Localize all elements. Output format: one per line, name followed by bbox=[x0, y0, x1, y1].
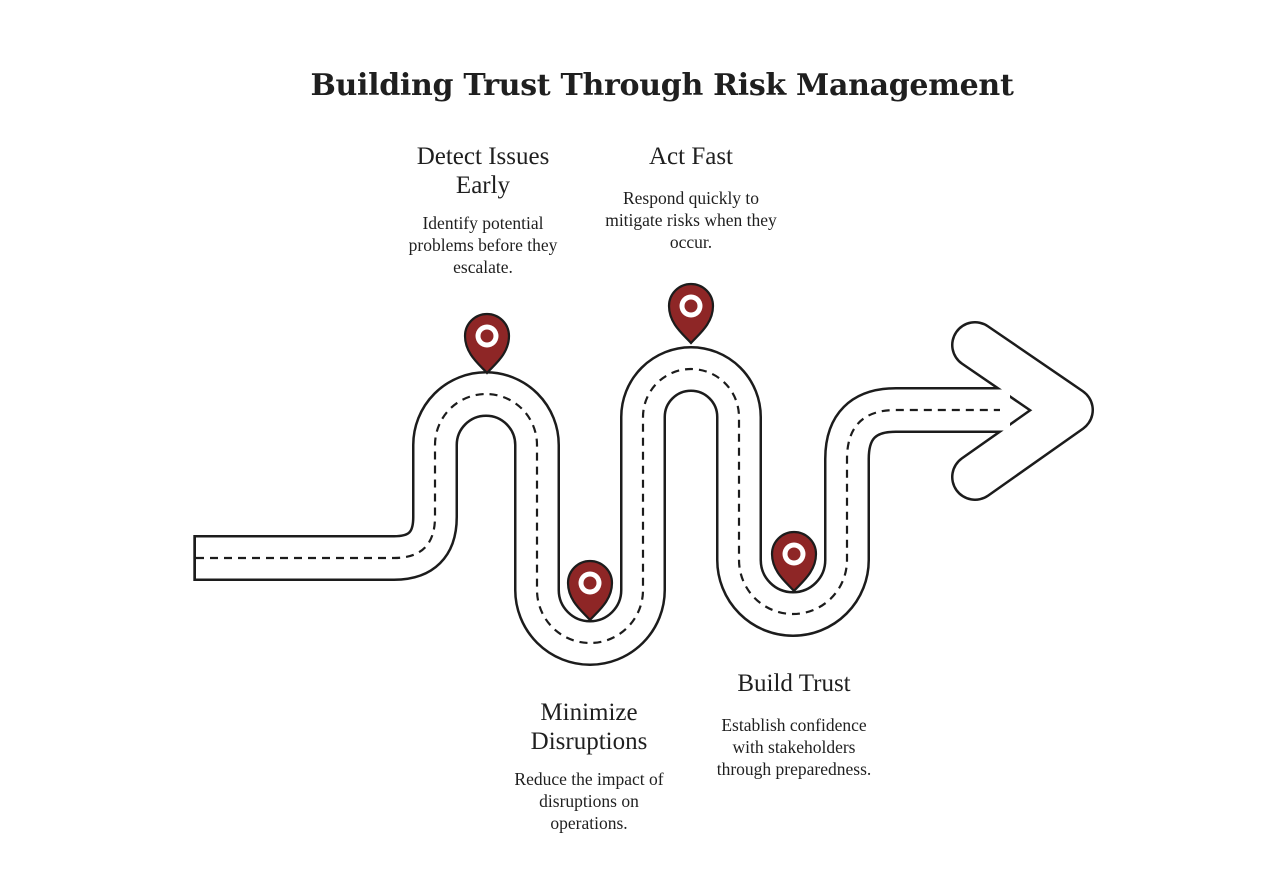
step-build-trust: Build Trust Establish confidence with st… bbox=[696, 669, 892, 780]
location-pin-icon bbox=[770, 530, 818, 593]
step-description: Respond quickly to mitigate risks when t… bbox=[605, 188, 777, 252]
location-pin-icon bbox=[667, 282, 715, 345]
step-description: Reduce the impact of disruptions on oper… bbox=[514, 769, 664, 833]
arrow-head-surface bbox=[953, 323, 1092, 499]
step-description: Identify potential problems before they … bbox=[408, 213, 558, 277]
page-title: Building Trust Through Risk Management bbox=[310, 68, 1014, 103]
step-description: Establish confidence with stakeholders t… bbox=[716, 715, 872, 779]
step-title: Build Trust bbox=[737, 670, 851, 697]
road-center-line bbox=[196, 367, 1000, 645]
step-minimize-disruptions: Minimize Disruptions Reduce the impact o… bbox=[500, 698, 678, 834]
location-pin-icon bbox=[463, 312, 511, 375]
location-pin-icon bbox=[566, 559, 614, 622]
step-detect-issues: Detect Issues Early Identify potential p… bbox=[398, 142, 568, 278]
step-act-fast: Act Fast Respond quickly to mitigate ris… bbox=[600, 142, 782, 253]
step-title: Act Fast bbox=[648, 143, 734, 170]
step-title: Detect Issues Early bbox=[416, 143, 550, 199]
step-title: Minimize Disruptions bbox=[530, 699, 648, 755]
